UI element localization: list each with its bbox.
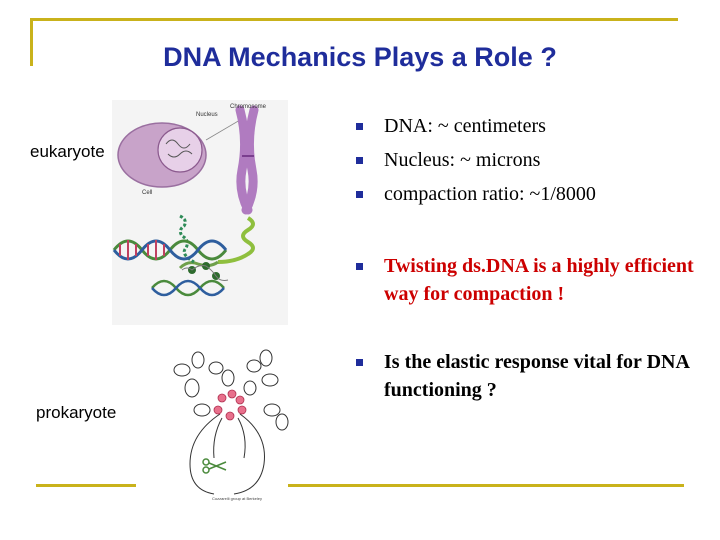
bullet-text: compaction ratio: ~1/8000: [384, 183, 596, 205]
prokaryote-plasmid-illustration: Cozzarelli group at Berkeley: [173, 349, 289, 501]
chromosome-caption: Chromosome: [230, 104, 267, 110]
bullet-text-highlight: Twisting ds.DNA is a highly efficient wa…: [384, 255, 694, 305]
eukaryote-chromatin-illustration: Chromosome Cell Nucleus: [112, 100, 288, 325]
frame-top-line: [32, 18, 678, 21]
bullet-text: Nucleus: ~ microns: [384, 149, 541, 171]
bullet-text-question: Is the elastic response vital for DNA fu…: [384, 351, 689, 401]
coiled-fiber: [217, 216, 255, 264]
cell-caption: Cell: [142, 190, 152, 196]
nucleus-caption: Nucleus: [196, 112, 218, 118]
dna-double-helix: [112, 239, 228, 297]
slide-title: DNA Mechanics Plays a Role ?: [163, 42, 557, 72]
frame-left-line: [30, 18, 33, 66]
credit-caption: Cozzarelli group at Berkeley: [212, 496, 262, 501]
chromosome-shape: [235, 105, 259, 215]
eukaryote-label: eukaryote: [30, 142, 105, 161]
solenoid-fiber: [178, 214, 195, 264]
bullet-marker: [356, 157, 363, 164]
bullet-marker: [356, 191, 363, 198]
frame-bottom-right-line: [288, 484, 684, 487]
protein-core: [213, 389, 247, 421]
bullet-marker: [356, 263, 363, 270]
frame-bottom-left-line: [36, 484, 136, 487]
nucleus-shape: [157, 127, 203, 173]
scissors-icon: [202, 458, 227, 474]
bullet-marker: [356, 123, 363, 130]
prokaryote-label: prokaryote: [36, 403, 117, 422]
bullet-text: DNA: ~ centimeters: [384, 115, 546, 137]
bullet-marker: [356, 359, 363, 366]
